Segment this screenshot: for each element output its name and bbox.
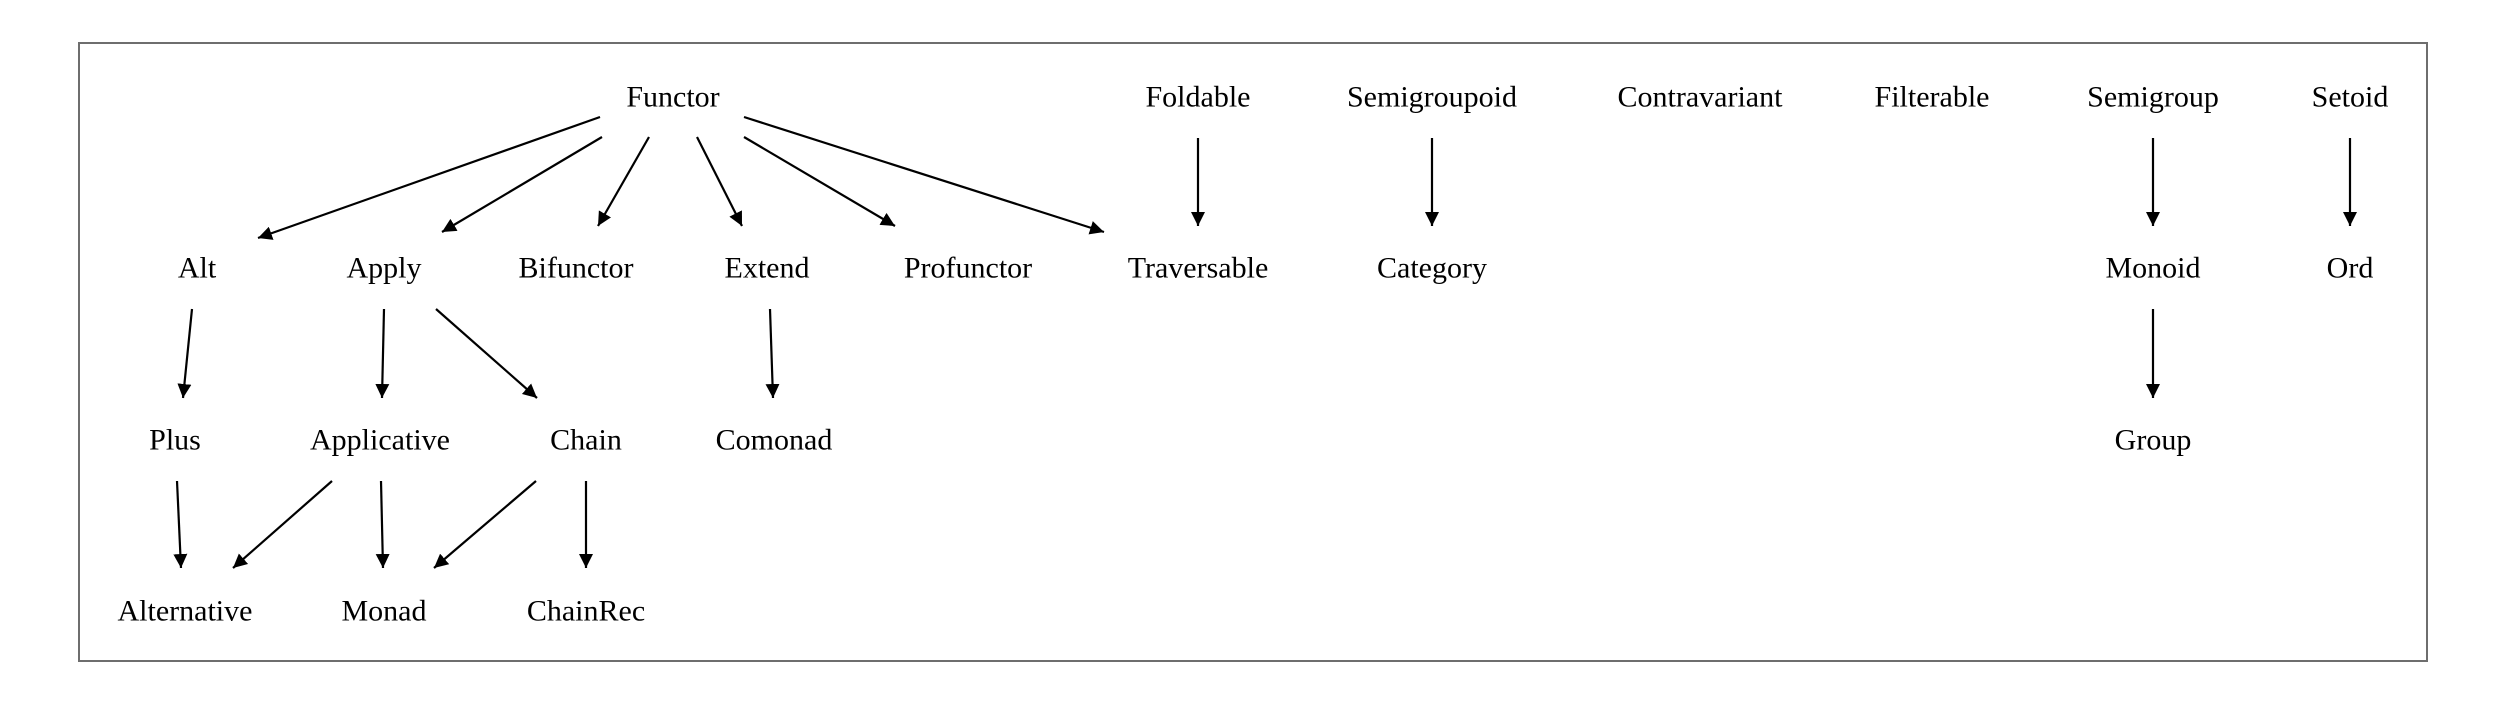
node-comonad: Comonad [716, 424, 833, 457]
edge-functor-to-apply [441, 136, 603, 233]
edge-chain-to-monad [433, 480, 537, 569]
node-semigroupoid: Semigroupoid [1347, 81, 1517, 114]
node-setoid: Setoid [2312, 81, 2389, 114]
node-alternative: Alternative [118, 595, 253, 628]
nodes-layer: Functor Foldable Semigroupoid Contravariant… [118, 81, 2389, 628]
edge-apply-to-applicative [375, 308, 390, 399]
edge-extend-to-comonad [765, 308, 780, 399]
node-functor: Functor [626, 81, 719, 114]
node-semigroup: Semigroup [2087, 81, 2219, 114]
node-profunctor: Profunctor [904, 252, 1032, 285]
node-applicative: Applicative [310, 424, 450, 457]
edge-alt-to-plus [177, 308, 194, 399]
edge-apply-to-chain [435, 308, 538, 399]
diagram-frame [78, 42, 2428, 662]
node-apply: Apply [347, 252, 422, 285]
edge-functor-to-profunctor [743, 136, 896, 227]
node-chainrec: ChainRec [527, 595, 645, 628]
node-contravariant: Contravariant [1618, 81, 1784, 114]
node-filterable: Filterable [1875, 81, 1990, 114]
edge-functor-to-bifunctor [597, 136, 650, 227]
edge-functor-to-traversable [743, 115, 1105, 235]
edge-plus-to-alternative [173, 480, 188, 569]
node-foldable: Foldable [1146, 81, 1251, 114]
node-ord: Ord [2327, 252, 2374, 285]
node-chain: Chain [550, 424, 622, 457]
edge-functor-to-extend [696, 136, 743, 227]
node-category: Category [1377, 252, 1487, 285]
edges-layer [173, 115, 2357, 569]
node-traversable: Traversable [1128, 252, 1269, 285]
node-plus: Plus [149, 424, 201, 457]
edge-functor-to-alt [257, 115, 601, 240]
node-monoid: Monoid [2105, 252, 2200, 285]
node-bifunctor: Bifunctor [519, 252, 634, 285]
node-monad: Monad [342, 595, 427, 628]
edge-applicative-to-monad [375, 480, 390, 569]
node-alt: Alt [178, 252, 217, 285]
node-group: Group [2115, 424, 2192, 457]
edge-applicative-to-alternative [232, 480, 333, 569]
node-extend: Extend [725, 252, 810, 285]
